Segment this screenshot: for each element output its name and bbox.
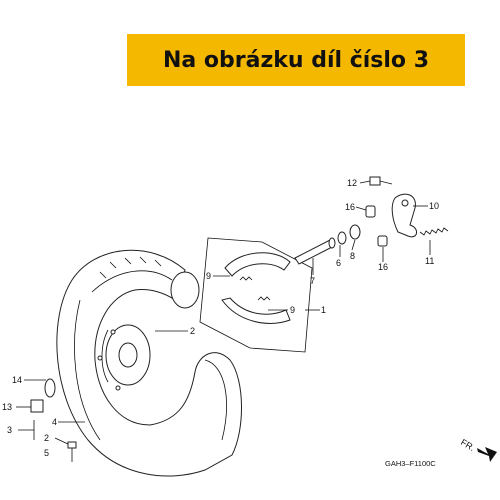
- brake-arm: [391, 193, 417, 238]
- rear-wheel-tire: [56, 249, 242, 477]
- felt-seal: [337, 231, 347, 245]
- callout-4: 4: [52, 417, 57, 427]
- direction-arrow-icon: [477, 447, 497, 462]
- joint-16-lower: [377, 235, 388, 247]
- brake-shoe-panel: [199, 237, 313, 353]
- callout-16: 16: [345, 202, 355, 212]
- callout-5: 5: [44, 448, 49, 458]
- callout-9: 9: [206, 271, 211, 281]
- diagram-code: GAH3–F1100C: [385, 459, 436, 468]
- part-number-banner: Na obrázku díl číslo 3: [127, 34, 465, 86]
- valve-5: [67, 441, 77, 462]
- callout-2: 2: [44, 433, 49, 443]
- callout-10: 10: [429, 201, 439, 211]
- callout-8: 8: [350, 251, 355, 261]
- callout-13: 13: [2, 402, 12, 412]
- nut-13: [30, 399, 44, 413]
- callout-12: 12: [347, 178, 357, 188]
- callout-7: 7: [310, 276, 315, 286]
- brake-shoe-lower: [221, 296, 291, 324]
- washer-14: [44, 378, 56, 398]
- callout-11: 11: [425, 256, 434, 266]
- callout-1: 1: [321, 305, 326, 315]
- joint-16-upper: [365, 205, 376, 218]
- washer-8: [349, 224, 361, 240]
- callout-2: 2: [190, 326, 195, 336]
- brake-cam-shaft: [294, 237, 336, 265]
- callout-9: 9: [290, 305, 295, 315]
- callout-16: 16: [378, 262, 388, 272]
- brake-shoe-upper: [224, 252, 291, 281]
- callout-14: 14: [12, 375, 22, 385]
- callout-6: 6: [336, 258, 341, 268]
- banner-text: Na obrázku díl číslo 3: [162, 47, 430, 73]
- direction-label: FR.: [459, 437, 477, 453]
- callout-3: 3: [7, 425, 12, 435]
- wheel-hub: [97, 324, 151, 391]
- return-spring-11: [419, 227, 449, 236]
- bolt-12: [369, 176, 393, 186]
- direction-indicator: FR.: [459, 437, 497, 462]
